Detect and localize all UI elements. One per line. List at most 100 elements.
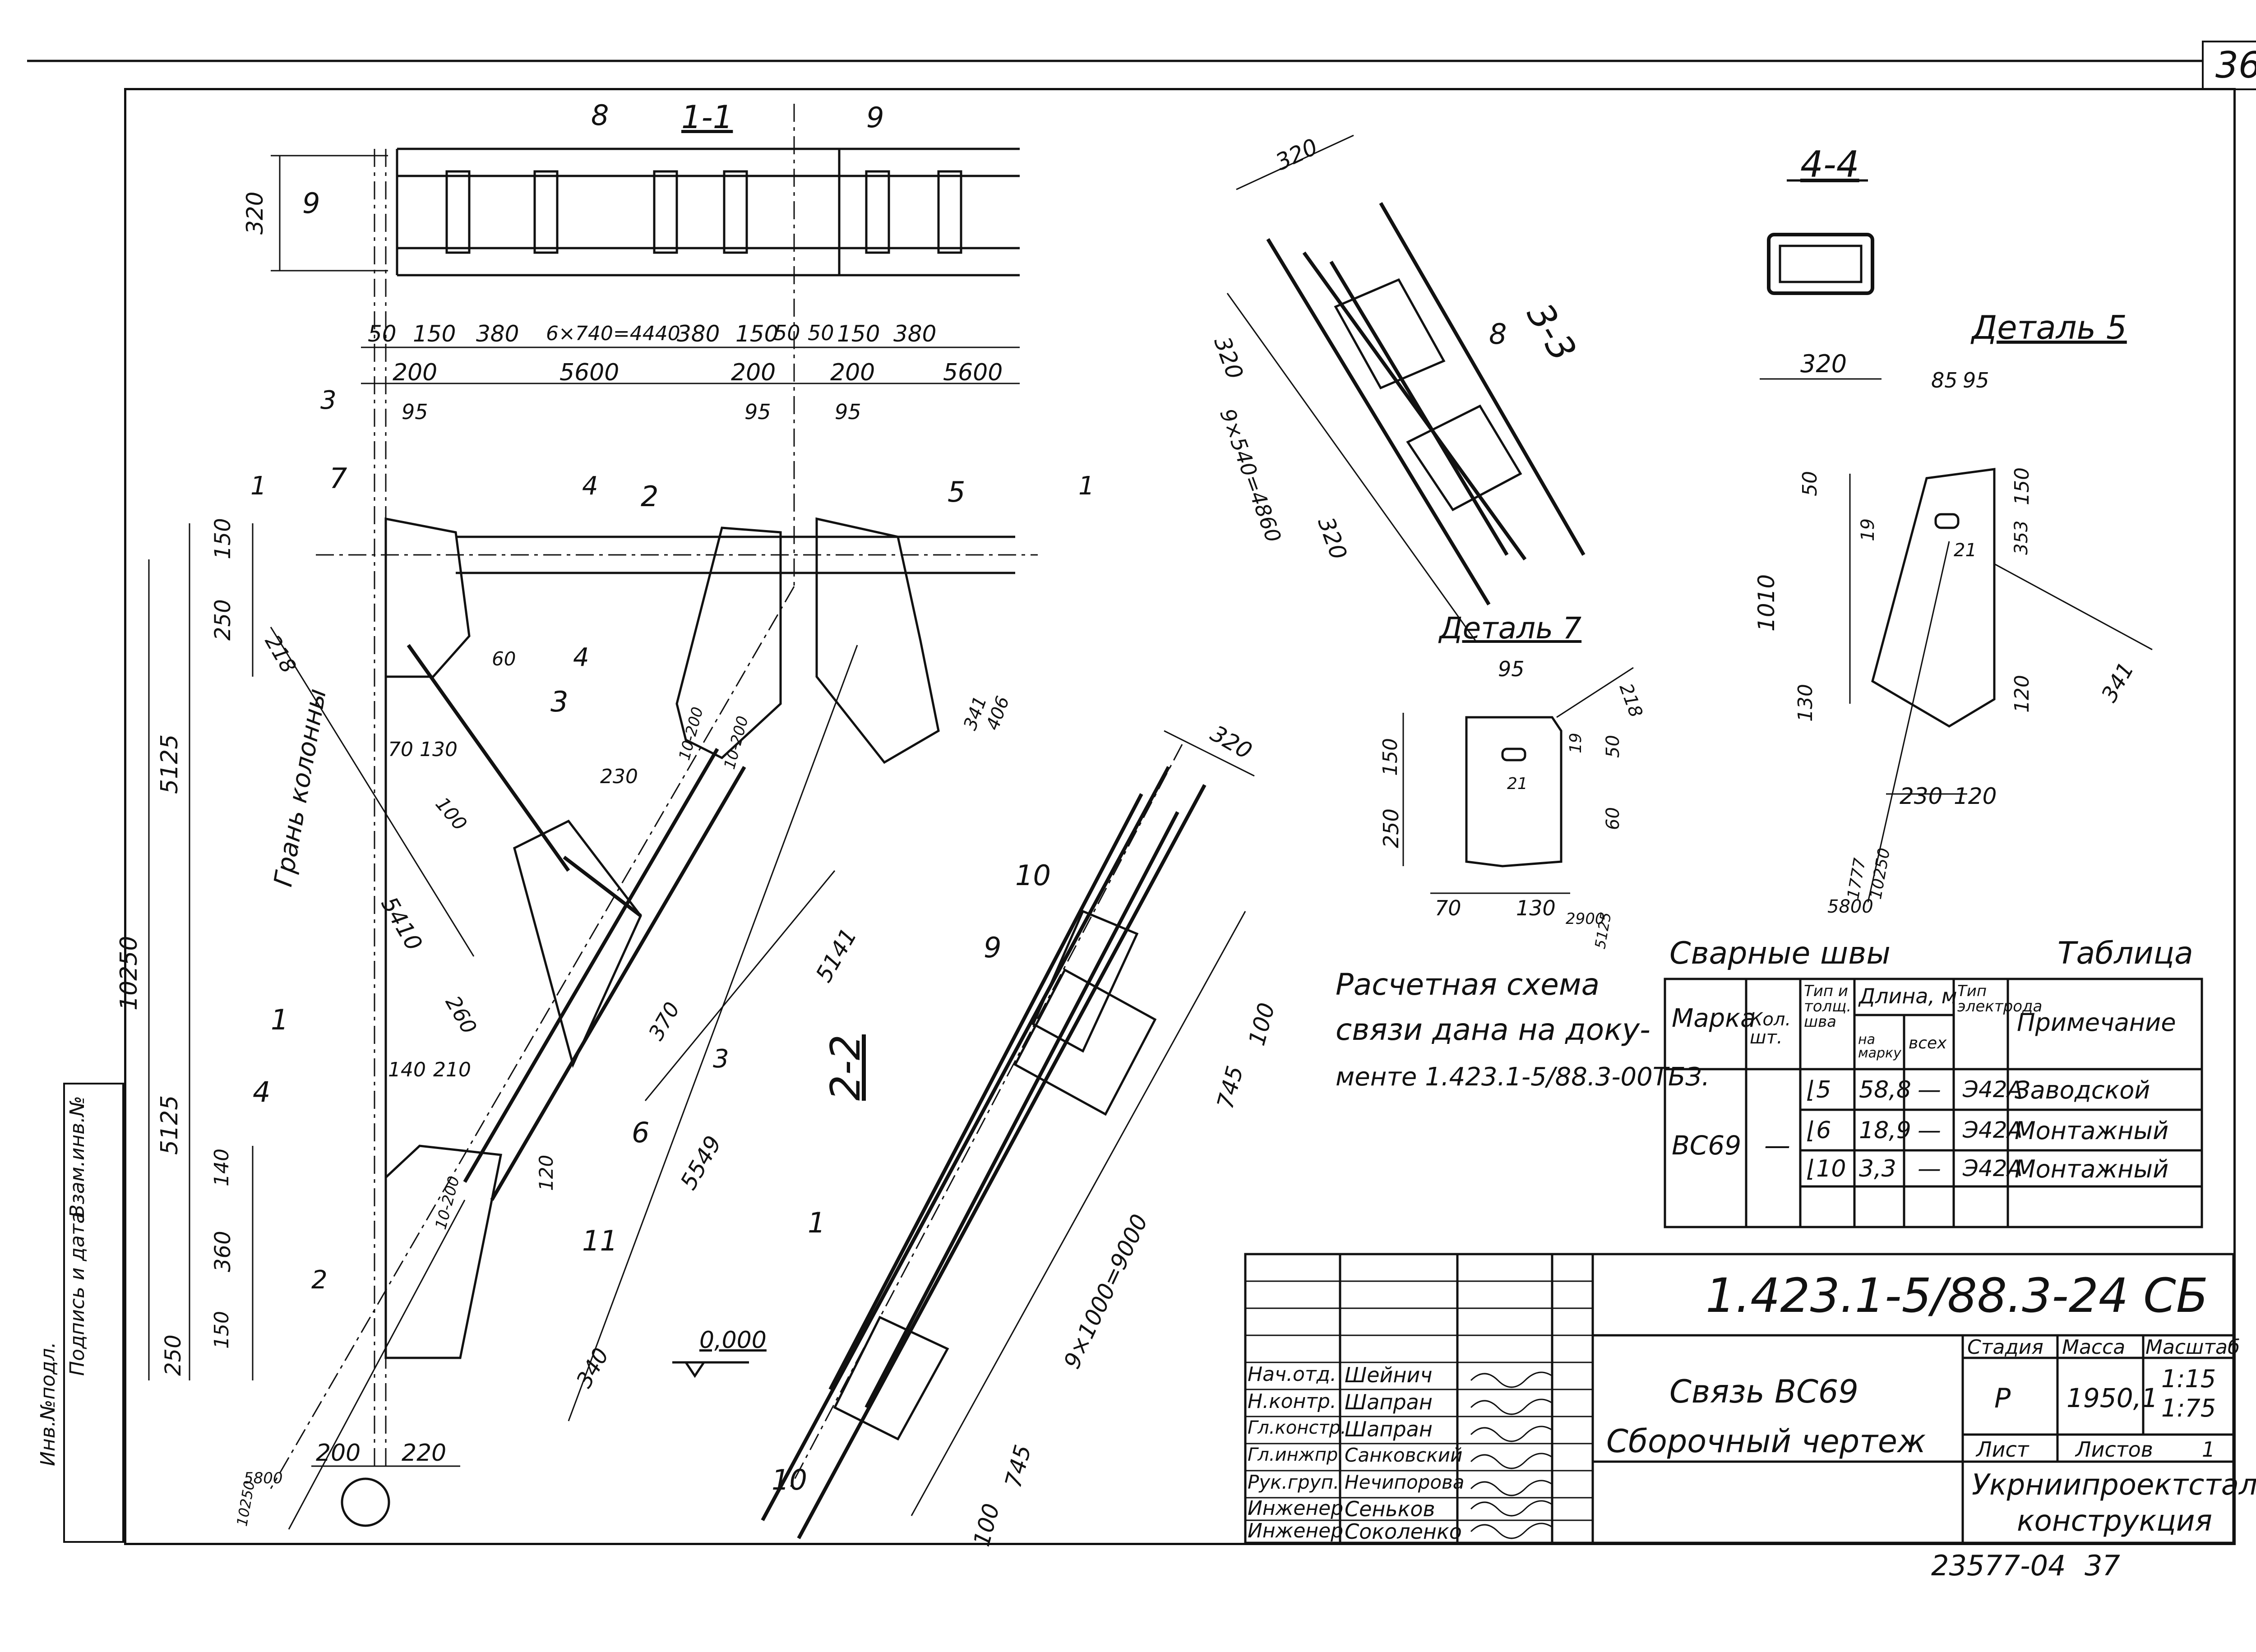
- dim-150-left: 150: [210, 518, 236, 559]
- weld-table-title: Сварные швы: [1669, 936, 1891, 971]
- mass-label: Масса: [2062, 1336, 2126, 1359]
- dim-50-d7: 50: [1603, 735, 1623, 758]
- dim-70-d7: 70: [1435, 896, 1461, 920]
- calc-note-line3: менте 1.423.1-5/88.3-00ТБЗ.: [1336, 1062, 1710, 1092]
- weld-row-1-len: 18,9: [1859, 1117, 1911, 1144]
- weld-row-0-type: ⌊5: [1807, 1076, 1831, 1103]
- weld-row-2-len: 3,3: [1859, 1155, 1896, 1182]
- weld-header-electrode: Тип электрода: [1957, 982, 2043, 1015]
- dim-21-d7: 21: [1507, 775, 1528, 793]
- detail-5-drawing: [1849, 468, 2153, 903]
- dim-top-9: 380: [893, 321, 937, 347]
- scale-value-1: 1:15: [2161, 1365, 2216, 1393]
- weld-header-qty: Кол. шт.: [1750, 1009, 1791, 1048]
- cut-mark-3: 3: [320, 386, 337, 415]
- weld-row-1-electrode: Э42А: [1963, 1117, 2023, 1143]
- side-stamp: [63, 1083, 124, 1543]
- dim-5125-bottom: 5125: [156, 1095, 183, 1155]
- org-line2: конструкция: [2017, 1504, 2212, 1538]
- dim-95-a: 95: [402, 400, 428, 424]
- copy-page: 37: [2085, 1549, 2120, 1582]
- title-line1: Связь ВС69: [1669, 1373, 1858, 1410]
- signer-name-2: Шапран: [1345, 1417, 1433, 1441]
- dim-130-d7: 130: [1516, 896, 1556, 920]
- sheet-number-box: [2202, 41, 2256, 90]
- dim-150-d5: 150: [2011, 467, 2034, 505]
- signer-role-2: Гл.констр.: [1248, 1417, 1346, 1438]
- dim-top-8: 150: [837, 321, 880, 347]
- dim-353: 353: [2011, 520, 2032, 555]
- dim-21-d5: 21: [1954, 540, 1977, 561]
- cut-mark-4: 4: [582, 471, 598, 501]
- dim-axis-2: 200: [731, 359, 776, 386]
- dim-250-bottom: 250: [161, 1334, 186, 1376]
- weld-row-0-len: 58,8: [1859, 1076, 1911, 1103]
- signer-role-1: Н.контр.: [1248, 1390, 1336, 1413]
- beam-2: [316, 535, 1038, 574]
- dim-top-1: 150: [413, 321, 456, 347]
- part-mark-5: 5: [948, 475, 966, 508]
- dim-19-d5: 19: [1858, 518, 1878, 541]
- dim-130-d5: 130: [1794, 684, 1817, 722]
- dim-axis-3: 200: [830, 359, 875, 386]
- cut-mark-1: 1: [250, 471, 267, 501]
- dim-120-d5b: 120: [1954, 783, 1997, 809]
- weld-row-2-all: —: [1918, 1155, 1941, 1182]
- dim-95-d7: 95: [1498, 657, 1525, 681]
- dim-250-left: 250: [210, 599, 236, 641]
- sheets-value: 1: [2202, 1437, 2215, 1462]
- signer-role-4: Рук.груп.: [1248, 1471, 1340, 1493]
- signatures: [1470, 1371, 1553, 1539]
- weld-table-grid: [1664, 978, 2203, 1228]
- part-mark-2: 2: [641, 480, 659, 513]
- sheet-label: Лист: [1976, 1437, 2029, 1462]
- calc-note-line2: связи дана на доку-: [1336, 1012, 1650, 1047]
- part-mark-10b: 10: [772, 1463, 807, 1496]
- dim-1010: 1010: [1753, 574, 1780, 632]
- dim-top-3: 6×740=4440: [546, 322, 680, 345]
- weld-row-0-all: —: [1918, 1076, 1941, 1103]
- dim-360: 360: [210, 1231, 236, 1272]
- signer-name-6: Соколенко: [1345, 1519, 1462, 1544]
- dim-95-c: 95: [835, 400, 861, 424]
- section-2-2-drawing: [761, 730, 1255, 1539]
- weld-row-0-electrode: Э42А: [1963, 1076, 2023, 1103]
- dim-130: 130: [420, 738, 458, 761]
- dim-top-2: 380: [476, 321, 519, 347]
- dim-250-d7: 250: [1379, 808, 1403, 848]
- doc-code: 1.423.1-5/88.3-24 СБ: [1706, 1268, 2209, 1323]
- part-mark-3: 3: [550, 685, 569, 718]
- weld-row-1-note: Монтажный: [2015, 1117, 2169, 1145]
- scale-value-2: 1:75: [2161, 1394, 2216, 1422]
- weld-row-2-note: Монтажный: [2015, 1155, 2169, 1183]
- cut-mark-1b: 1: [1078, 471, 1095, 501]
- signer-name-1: Шапран: [1345, 1390, 1433, 1414]
- part-mark-4: 4: [253, 1075, 271, 1108]
- weld-row-1-all: —: [1918, 1117, 1941, 1144]
- signer-name-5: Сеньков: [1345, 1497, 1435, 1521]
- signer-name-3: Санковский: [1345, 1444, 1463, 1466]
- section-1-1-drawing: [271, 104, 1020, 1466]
- section-4-4-drawing: [1760, 179, 1882, 380]
- dim-140: 140: [388, 1058, 426, 1081]
- title-block-grid: [1244, 1253, 2235, 1544]
- cut-mark-4b: 4: [573, 643, 589, 672]
- dim-2900: 2900: [1566, 910, 1605, 928]
- part-mark-10a: 10: [1015, 859, 1051, 892]
- weld-header-all: всех: [1909, 1034, 1947, 1052]
- dim-top-6: 50: [774, 321, 800, 345]
- part-mark-6: 6: [632, 1116, 650, 1149]
- cut-mark-2: 2: [311, 1265, 328, 1295]
- dim-120: 120: [535, 1154, 557, 1191]
- dim-60: 60: [492, 648, 516, 670]
- weld-row-0-note: Заводской: [2015, 1076, 2150, 1104]
- cut-mark-3b: 3: [713, 1044, 729, 1074]
- dim-top-4: 380: [677, 321, 720, 347]
- signer-role-0: Нач.отд.: [1248, 1363, 1336, 1386]
- dim-top-5: 150: [735, 321, 779, 347]
- dim-85-d5: 85: [1931, 368, 1958, 392]
- dim-axis-0: 200: [393, 359, 438, 386]
- part-mark-1-sec22: 1: [808, 1206, 826, 1239]
- dim-95-d5: 95: [1963, 368, 1989, 392]
